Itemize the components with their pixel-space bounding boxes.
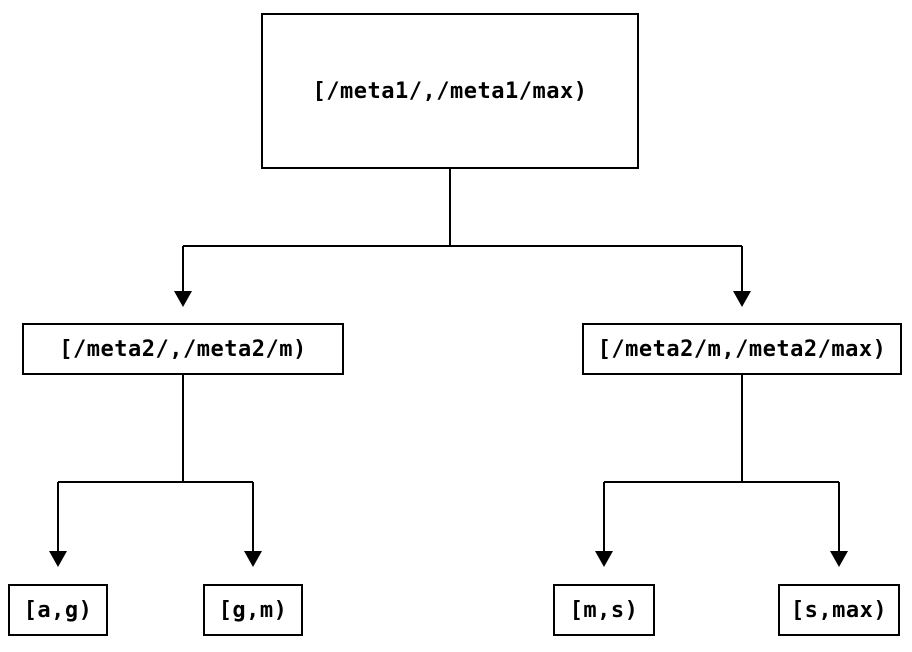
edge-right-to-leaves [603, 375, 840, 551]
tree-leaf-m-s: [m,s) [553, 584, 655, 636]
arrow-down-icon [830, 551, 848, 567]
tree-node-meta2-high: [/meta2/m,/meta2/max) [582, 323, 902, 375]
edge-left-to-leaves [57, 375, 254, 551]
arrow-down-icon [244, 551, 262, 567]
arrow-down-icon [733, 291, 751, 307]
edge-root-to-level2 [182, 169, 743, 291]
tree-leaf-s-max: [s,max) [778, 584, 900, 636]
arrow-down-icon [595, 551, 613, 567]
tree-node-root: [/meta1/,/meta1/max) [261, 13, 639, 169]
tree-node-meta2-low: [/meta2/,/meta2/m) [22, 323, 344, 375]
arrow-down-icon [49, 551, 67, 567]
tree-leaf-g-m: [g,m) [203, 584, 303, 636]
arrow-down-icon [174, 291, 192, 307]
tree-leaf-a-g: [a,g) [8, 584, 108, 636]
